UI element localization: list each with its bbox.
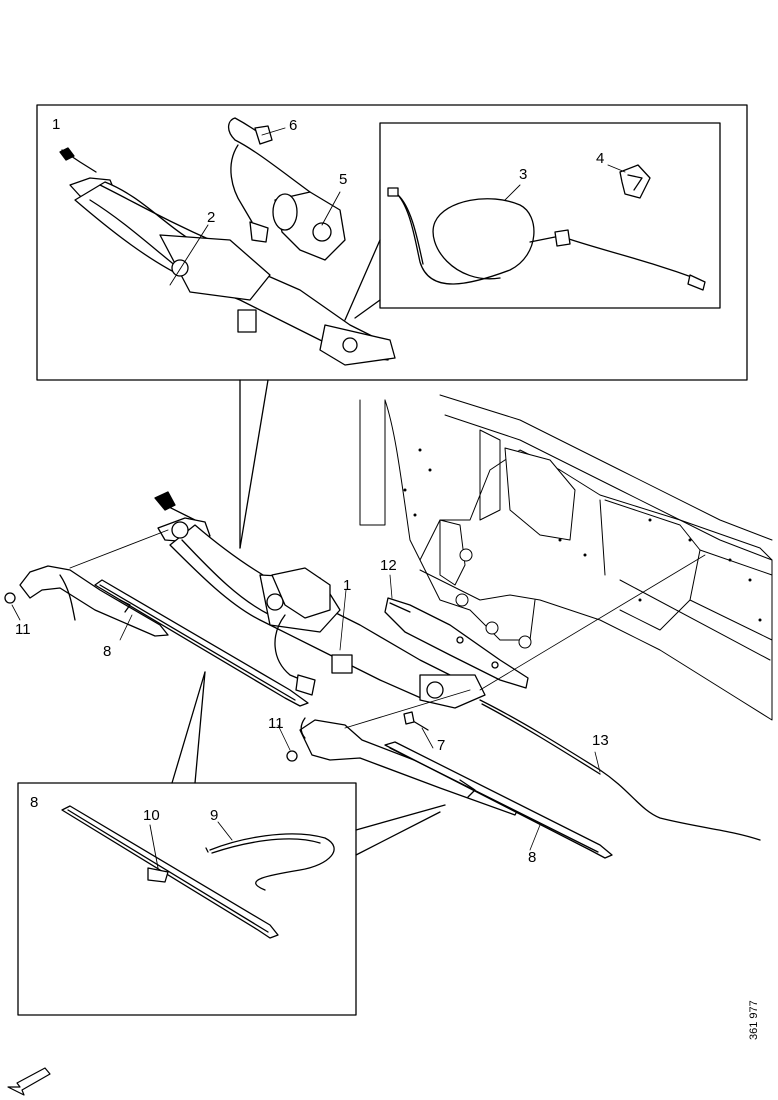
wiper-arm-right (286, 689, 521, 816)
callout-11-mid: 11 (268, 715, 284, 732)
callout-1-top: 1 (52, 116, 61, 133)
washer-cable (479, 699, 761, 841)
washer-hose-inset (205, 833, 335, 891)
wiper-blade-left (94, 579, 309, 707)
callout-8-right: 8 (528, 849, 537, 866)
callout-9: 9 (210, 807, 219, 824)
wiring-harness-inset (387, 187, 706, 291)
bottom-inset-box (17, 671, 446, 1016)
callout-2: 2 (207, 209, 216, 226)
callout-12: 12 (380, 557, 397, 574)
wiper-blade-inset (61, 805, 279, 939)
callout-4: 4 (596, 150, 605, 167)
bolt (403, 711, 429, 731)
wiper-motor-main (271, 567, 331, 619)
wiper-linkage-main (154, 491, 486, 709)
leader-lines-top (169, 127, 626, 286)
reference-number: 361 977 (748, 1000, 760, 1040)
callout-13: 13 (592, 732, 609, 749)
wiper-linkage-inset (59, 117, 396, 366)
callout-8-inset: 8 (30, 794, 39, 811)
wiper-arm-left (4, 529, 169, 637)
leader-lines-bottom (149, 821, 233, 869)
wiper-blade-right (384, 741, 613, 859)
callout-10: 10 (143, 807, 160, 824)
top-inset-connector (239, 379, 269, 549)
callout-5: 5 (339, 171, 348, 188)
callout-8-left: 8 (103, 643, 112, 660)
callout-1-main: 1 (343, 577, 352, 594)
clip-inset (619, 164, 651, 199)
callout-3: 3 (519, 166, 528, 183)
callout-7: 7 (437, 737, 446, 754)
mounting-bracket (384, 597, 529, 689)
vehicle-body-panel (359, 394, 773, 721)
harness-detail-box (379, 122, 721, 309)
callout-11-left: 11 (15, 621, 31, 638)
leader-lines-main (11, 554, 706, 851)
arrow-down-left-icon (7, 1067, 51, 1096)
callout-6: 6 (289, 117, 298, 134)
